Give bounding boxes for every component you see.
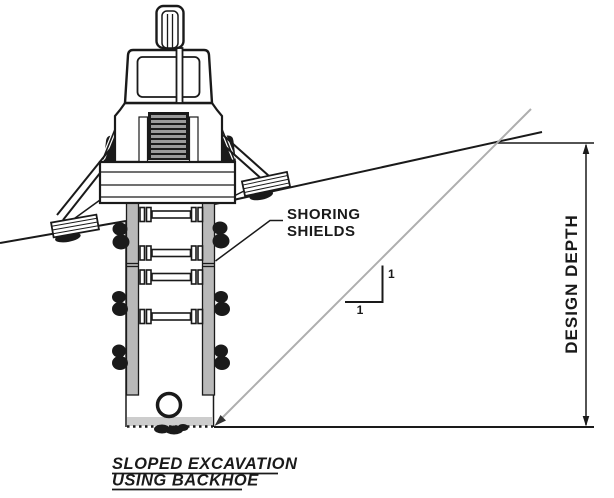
dimension-arrow-down-icon: [582, 416, 590, 427]
design-depth-dimension: DESIGN DEPTH: [562, 143, 590, 427]
backhoe: [50, 4, 292, 243]
boom-mast: [175, 47, 184, 104]
spoil-under-trench: [154, 424, 189, 435]
shield-strut-4: [139, 308, 204, 325]
shield-panel-left: [125, 202, 140, 396]
soil-clump: [112, 291, 128, 316]
caption: SLOPED EXCAVATION USING BACKHOE: [112, 455, 298, 491]
outrigger-pad-right: [240, 170, 292, 201]
shield-panel-right: [201, 202, 216, 396]
shoring-shields-label-line1: SHORING: [287, 206, 361, 223]
soil-clump: [214, 291, 230, 316]
soil-clump: [112, 344, 128, 370]
shield-strut-2: [139, 245, 204, 261]
slope-ratio-lines: [345, 265, 384, 303]
cab-window: [136, 56, 201, 98]
soil-clump: [214, 344, 230, 370]
boom: [155, 4, 185, 104]
outrigger-pad-left: [50, 213, 100, 243]
slope-ratio-vertical-label: 1: [388, 267, 395, 281]
caption-line1: SLOPED EXCAVATION: [112, 455, 298, 473]
leader-line: [215, 219, 283, 262]
slope-arrowhead-icon: [214, 415, 226, 426]
pipe: [155, 391, 183, 419]
shoring-shields-label-line2: SHIELDS: [287, 223, 356, 240]
pipe-bedding: [127, 417, 212, 426]
dimension-arrow-up-icon: [582, 143, 590, 154]
shoring-shields: [125, 202, 216, 396]
caption-line2: USING BACKHOE: [112, 472, 259, 490]
body-panel-right: [188, 116, 199, 163]
chassis-platform: [98, 160, 237, 205]
shield-strut-3: [139, 269, 204, 285]
soil-clump: [212, 221, 230, 249]
soil-clump: [112, 222, 130, 250]
body-panel-left: [138, 116, 149, 163]
slope-line-group: [214, 108, 532, 426]
shoring-shields-callout: SHORING SHIELDS: [215, 206, 361, 262]
soil-clumps: [112, 221, 230, 370]
slope-ratio-symbol: 1 1: [345, 265, 395, 317]
shield-panel-joints: [126, 262, 215, 268]
shield-strut-1: [139, 206, 204, 223]
design-depth-label: DESIGN DEPTH: [562, 214, 581, 354]
engine-grille: [148, 112, 189, 160]
slope-ratio-horizontal-label: 1: [357, 303, 364, 317]
slope-line: [218, 108, 532, 422]
